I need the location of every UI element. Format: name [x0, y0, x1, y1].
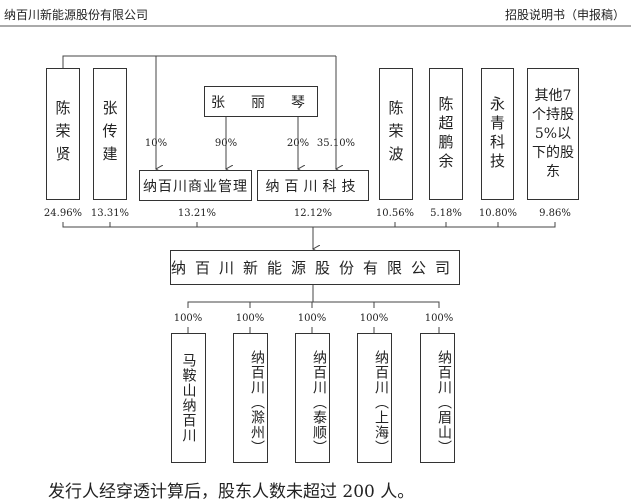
pct-shareholder: 13.21%: [177, 208, 217, 219]
pct-subsidiary: 100%: [235, 313, 265, 324]
others-label: 其他7个持股5%以下的股东: [532, 87, 574, 180]
pct-zhang-to-tech: 20%: [286, 138, 310, 149]
pct-shareholder: 5.18%: [430, 208, 462, 219]
pct-chen-to-tech: 35.10%: [316, 138, 356, 149]
subsidiary-chuzhou: 纳百川（滁州）: [233, 333, 268, 463]
pct-shareholder: 24.96%: [43, 208, 83, 219]
pct-shareholder: 10.56%: [375, 208, 415, 219]
subsidiary-shanghai: 纳百川（上海）: [357, 333, 392, 463]
shareholder-nbc-business-mgmt: 纳百川商业管理: [139, 170, 252, 201]
footnote: 发行人经穿透计算后，股东人数未超过 200 人。: [48, 482, 415, 500]
pct-shareholder: 12.12%: [293, 208, 333, 219]
pct-subsidiary: 100%: [359, 313, 389, 324]
shareholder-others: 其他7个持股5%以下的股东: [527, 68, 579, 200]
pct-shareholder: 13.31%: [90, 208, 130, 219]
shareholder-nbc-tech: 纳百川科技: [257, 170, 369, 201]
shareholder-chen-rongxian: 陈荣贤: [46, 68, 80, 200]
subsidiary-taishun: 纳百川（泰顺）: [295, 333, 330, 463]
pct-subsidiary: 100%: [173, 313, 203, 324]
subsidiary-meishan: 纳百川（眉山）: [420, 333, 455, 463]
pct-shareholder: 10.80%: [478, 208, 518, 219]
shareholder-chen-chaopengyu: 陈超鹏余: [429, 68, 463, 200]
header-doc-title: 招股说明书（申报稿）: [504, 8, 625, 22]
pct-zhang-to-mgmt: 90%: [214, 138, 238, 149]
issuer-company-box: 纳百川新能源股份有限公司: [170, 250, 460, 285]
shareholder-chen-rongbo: 陈荣波: [379, 68, 413, 200]
pct-shareholder: 9.86%: [539, 208, 571, 219]
zhang-liqin-box: 张 丽 琴: [204, 86, 318, 117]
shareholder-yongqing-tech: 永青科技: [481, 68, 514, 200]
pct-subsidiary: 100%: [424, 313, 454, 324]
header-company: 纳百川新能源股份有限公司: [4, 8, 149, 22]
shareholder-zhang-chuanjian: 张传建: [93, 68, 127, 200]
pct-chen-to-mgmt: 10%: [144, 138, 168, 149]
pct-subsidiary: 100%: [297, 313, 327, 324]
subsidiary-maanshan: 马鞍山纳百川: [171, 333, 206, 463]
